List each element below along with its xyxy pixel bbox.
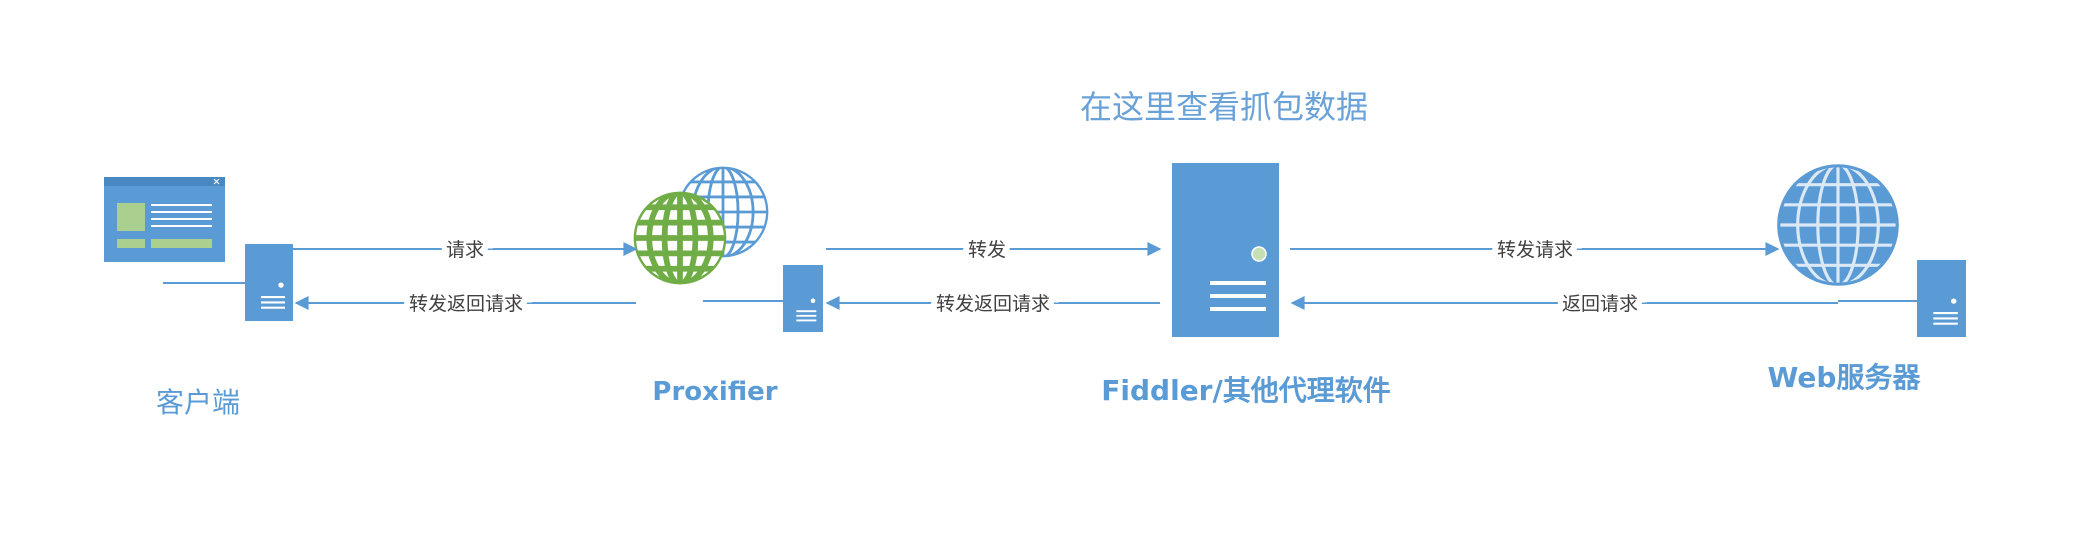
- arrow-fiddler-to-web: 转发请求: [1290, 234, 1780, 266]
- arrow-label: 转发: [968, 239, 1006, 261]
- arrow-fiddler-to-proxifier: 转发返回请求: [825, 288, 1160, 320]
- globe-icon: [1775, 162, 1901, 288]
- fiddler-node: Fiddler/其他代理软件: [1101, 163, 1391, 407]
- arrow-proxifier-to-fiddler: 转发: [826, 234, 1162, 266]
- arrow-label: 请求: [446, 239, 484, 261]
- arrow-label: 转发返回请求: [936, 293, 1050, 315]
- fiddler-label: Fiddler/其他代理软件: [1101, 374, 1390, 407]
- monitor-icon: [104, 177, 225, 262]
- arrow-client-to-proxifier: 请求: [293, 234, 638, 266]
- proxifier-node: Proxifier: [632, 165, 823, 407]
- arrow-proxifier-to-client: 转发返回请求: [294, 288, 636, 320]
- proxifier-server-icon: [783, 265, 823, 332]
- client-node: 客户端: [104, 177, 293, 419]
- client-label: 客户端: [156, 386, 240, 419]
- web-server-icon: [1917, 260, 1966, 337]
- arrow-web-to-fiddler: 返回请求: [1290, 288, 1838, 320]
- web-server-label: Web服务器: [1768, 361, 1922, 394]
- arrow-label: 返回请求: [1562, 293, 1638, 315]
- arrow-label: 转发请求: [1497, 239, 1573, 261]
- server-icon: [1172, 163, 1279, 337]
- arrow-label: 转发返回请求: [409, 293, 523, 315]
- diagram-title: 在这里查看抓包数据: [1080, 88, 1368, 126]
- client-server-icon: [245, 244, 293, 321]
- web-server-node: Web服务器: [1768, 162, 1966, 394]
- proxifier-label: Proxifier: [652, 377, 777, 407]
